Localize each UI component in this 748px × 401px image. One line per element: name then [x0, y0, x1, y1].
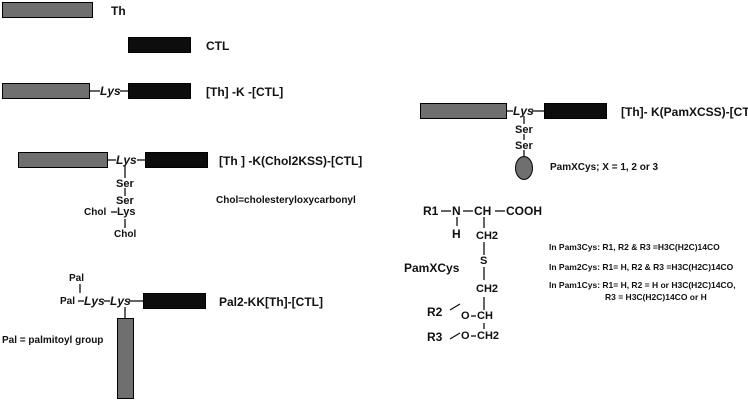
structure-note: In Pam3Cys: R1, R2 & R3 =H3C(H2C)14CO [549, 242, 720, 252]
r1-group: R1 [423, 204, 439, 218]
structure-name: PamXCys [404, 261, 460, 275]
construct-label: [Th]- K(PamXCSS)-[CTL] [621, 105, 748, 119]
lys-linker: Lys [116, 153, 137, 167]
alpha-carbon: CH [474, 204, 492, 218]
ctl-block [128, 83, 191, 99]
structure-note: In Pam1Cys: R1= H, R2 = H or H3C(H2C)14C… [549, 280, 736, 290]
ctl-block [145, 152, 208, 168]
ctl-block [143, 293, 206, 309]
methylene-group: CH2 [476, 283, 499, 295]
lys-residue: Lys [110, 294, 131, 308]
chol-group: Chol [84, 207, 107, 218]
lys-linker: Lys [100, 84, 121, 98]
th-block [2, 83, 90, 99]
r2-group: R2 [427, 305, 443, 319]
ser-residue: Ser [116, 195, 134, 207]
th-block [18, 152, 108, 168]
methine-group: CH [477, 310, 493, 322]
th-block [420, 103, 507, 119]
ser-residue: Ser [515, 140, 533, 152]
th-block [2, 2, 93, 18]
methylene-group: CH2 [476, 230, 499, 242]
pal-group: Pal [69, 273, 85, 284]
structure-note: R3 = H3C(H2C)14CO or H [605, 292, 707, 302]
lys-residue: Lys [84, 294, 105, 308]
ctl-block [128, 37, 191, 53]
chol-group: Chol [114, 229, 137, 240]
th-label: Th [111, 4, 126, 18]
construct-label: [Th ] -K(Chol2KSS)-[CTL] [219, 154, 363, 168]
r3-group: R3 [427, 330, 443, 344]
ctl-label: CTL [206, 39, 230, 53]
lys-residue: Lys [117, 206, 136, 218]
nitrogen-atom: N [452, 204, 461, 218]
sulfur-atom: S [480, 255, 488, 267]
pamxcys-bead [515, 156, 533, 180]
bead-label: PamXCys; X = 1, 2 or 3 [550, 162, 659, 173]
ser-residue: Ser [515, 124, 533, 136]
structure-note: In Pam2Cys: R1= H, R2 & R3 =H3C(H2C)14CO [549, 262, 734, 272]
construct-label: [Th] -K -[CTL] [206, 85, 284, 99]
pal-group: Pal [60, 296, 76, 307]
construct-label: Pal2-KK[Th]-[CTL] [219, 295, 323, 309]
th-block [117, 318, 134, 399]
oxygen-atom: O [461, 330, 470, 342]
ser-residue: Ser [116, 178, 134, 190]
amine-hydrogen: H [452, 227, 461, 241]
pal-note: Pal = palmitoyl group [2, 335, 104, 346]
lys-linker: Lys [513, 104, 534, 118]
oxygen-atom: O [461, 310, 470, 322]
chol-note: Chol=cholesteryloxycarbonyl [216, 195, 356, 206]
ctl-block [544, 103, 607, 119]
methylene-group: CH2 [477, 330, 500, 342]
carboxyl-group: COOH [506, 204, 542, 218]
